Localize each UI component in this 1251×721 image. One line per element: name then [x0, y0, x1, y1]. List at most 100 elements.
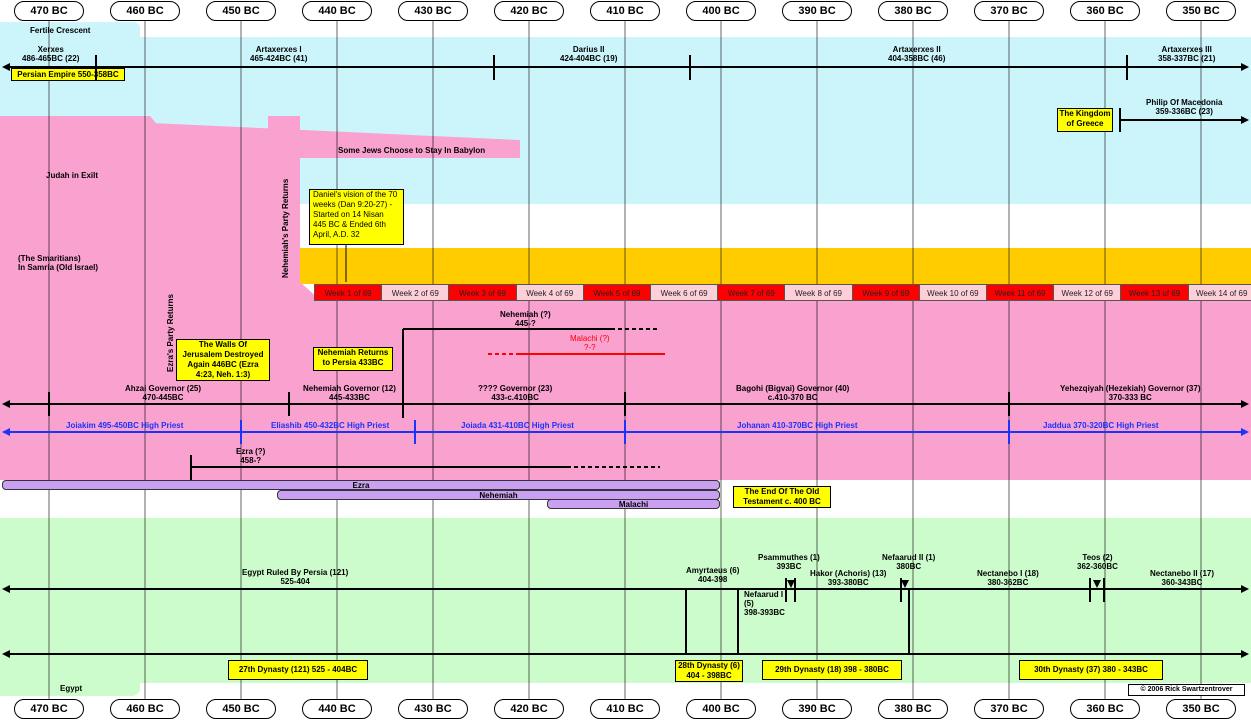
king-artaxerxes-ii: Artaxerxes II 404-358BC (46)	[888, 45, 945, 63]
ezra-line-label: Ezra (?) 458-?	[236, 447, 265, 465]
egypt-nectanebo-ii-name: Nectanebo II (17)	[1150, 569, 1215, 578]
governor-nehemiah-dates: 445-433BC	[329, 393, 370, 402]
egypt-amyrtaeus-dates: 404-398	[698, 575, 728, 584]
week-cell: Week 10 of 69	[918, 284, 987, 301]
egypt-persia: Egypt Ruled By Persia (121) 525-404	[242, 568, 348, 586]
priest-jaddua: Jaddua 370-320BC High Priest	[1043, 421, 1159, 430]
egypt-nefaarud-i: Nefaarud I (5) 398-393BC	[744, 590, 785, 617]
year-label: 380 BC	[878, 1, 948, 21]
arrowhead	[1093, 580, 1101, 588]
priest-joiakim: Joiakim 495-450BC High Priest	[66, 421, 184, 430]
egypt-hakor-dates: 393-380BC	[827, 578, 869, 587]
copyright: © 2006 Rick Swartzentrover	[1128, 684, 1245, 696]
week-cell: Week 3 of 69	[448, 284, 517, 301]
year-label: 360 BC	[1070, 1, 1140, 21]
egypt-amyrtaeus-name: Amyrtaeus (6)	[686, 566, 740, 575]
nehemiah-late: Nehemiah (?) 445-?	[500, 310, 551, 328]
governor-yehezqiyah-name: Yehezqiyah (Hezekiah) Governor (37)	[1060, 384, 1201, 393]
year-label: 400 BC	[686, 1, 756, 21]
year-label: 440 BC	[302, 1, 372, 21]
daniel-vision-note: Daniel's vision of the 70 weeks (Dan 9:2…	[309, 189, 404, 245]
arrowhead	[2, 428, 10, 436]
governor-unknown-name: ???? Governor (23)	[478, 384, 553, 393]
dynasty-28: 28th Dynasty (6) 404 - 398BC	[675, 660, 743, 682]
year-label: 360 BC	[1070, 699, 1140, 719]
year-label: 460 BC	[110, 1, 180, 21]
egypt-nectanebo-i: Nectanebo I (18) 380-362BC	[977, 569, 1039, 587]
king-artaxerxes-ii-name: Artaxerxes II	[892, 45, 941, 54]
year-label: 470 BC	[14, 1, 84, 21]
egypt-psammuthes: Psammuthes (1) 393BC	[758, 553, 820, 571]
king-darius-ii: Darius II 424-404BC (19)	[560, 45, 617, 63]
egypt-nectanebo-ii: Nectanebo II (17) 360-343BC	[1150, 569, 1214, 587]
arrowhead	[2, 650, 10, 658]
week-cell: Week 2 of 69	[381, 284, 450, 301]
judah-exile-label: Judah in Exilt	[46, 171, 99, 180]
arrowhead	[1241, 428, 1249, 436]
fertile-crescent-tab	[0, 22, 140, 40]
king-xerxes-name: Xerxes	[37, 45, 64, 54]
philip-name: Philip Of Macedonia	[1146, 98, 1223, 107]
year-label: 380 BC	[878, 699, 948, 719]
governor-unknown: ???? Governor (23) 433-c.410BC	[478, 384, 552, 402]
year-label: 370 BC	[974, 1, 1044, 21]
egypt-label: Egypt	[60, 684, 83, 693]
week-cell: Week 11 of 69	[986, 284, 1055, 301]
governor-ahzai: Ahzai Governor (25) 470-445BC	[125, 384, 201, 402]
samaritans-label: (The Smaritians) In Samria (Old Israel)	[18, 254, 99, 272]
year-label: 350 BC	[1166, 699, 1236, 719]
egypt-amyrtaeus: Amyrtaeus (6) 404-398	[686, 566, 739, 584]
year-label: 450 BC	[206, 1, 276, 21]
king-artaxerxes-iii-name: Artaxerxes III	[1161, 45, 1212, 54]
governor-yehezqiyah: Yehezqiyah (Hezekiah) Governor (37) 370-…	[1060, 384, 1201, 402]
king-artaxerxes-iii-dates: 358-337BC (21)	[1158, 54, 1216, 63]
governor-nehemiah-name: Nehemiah Governor (12)	[303, 384, 396, 393]
year-label: 470 BC	[14, 699, 84, 719]
year-label: 460 BC	[110, 699, 180, 719]
king-xerxes: Xerxes 486-465BC (22)	[22, 45, 79, 63]
week-cell: Week 14 of 69	[1187, 284, 1251, 301]
malachi-bar: Malachi	[547, 499, 720, 509]
egypt-psammuthes-name: Psammuthes (1)	[758, 553, 820, 562]
arrowhead	[901, 580, 909, 588]
philip-dates: 359-336BC (23)	[1155, 107, 1213, 116]
malachi-line-name: Malachi (?)	[570, 334, 610, 343]
king-artaxerxes-i-name: Artaxerxes I	[255, 45, 302, 54]
egypt-nefaarud-ii-dates: 380BC	[896, 562, 922, 571]
egypt-persia-name: Egypt Ruled By Persia (121)	[242, 568, 349, 577]
governor-bagohi-dates: c.410-370 BC	[767, 393, 818, 402]
year-label: 440 BC	[302, 699, 372, 719]
year-label: 430 BC	[398, 699, 468, 719]
priest-johanan: Johanan 410-370BC High Priest	[737, 421, 858, 430]
nehemiah-stream	[268, 116, 300, 372]
governor-ahzai-name: Ahzai Governor (25)	[125, 384, 202, 393]
governor-bagohi-name: Bagohi (Bigvai) Governor (40)	[736, 384, 850, 393]
arrowhead	[1241, 63, 1249, 71]
week-cell: Week 8 of 69	[784, 284, 853, 301]
year-label: 450 BC	[206, 699, 276, 719]
egypt-nectanebo-i-dates: 380-362BC	[987, 578, 1029, 587]
governor-ahzai-dates: 470-445BC	[142, 393, 184, 402]
year-label: 420 BC	[494, 699, 564, 719]
governor-bagohi: Bagohi (Bigvai) Governor (40) c.410-370 …	[736, 384, 849, 402]
arrowhead	[1241, 400, 1249, 408]
philip-macedonia: Philip Of Macedonia 359-336BC (23)	[1146, 98, 1222, 116]
ezra-line-name: Ezra (?)	[236, 447, 266, 456]
king-artaxerxes-i-dates: 465-424BC (41)	[250, 54, 308, 63]
arrowhead	[1241, 585, 1249, 593]
year-label: 420 BC	[494, 1, 564, 21]
dynasty-27: 27th Dynasty (121) 525 - 404BC	[228, 660, 368, 680]
ezra-stream	[150, 176, 180, 372]
ot-end-note: The End Of The Old Testament c. 400 BC	[733, 486, 831, 508]
year-label: 390 BC	[782, 699, 852, 719]
king-darius-ii-name: Darius II	[572, 45, 605, 54]
egypt-nectanebo-ii-dates: 360-343BC	[1161, 578, 1203, 587]
nehemiah-late-name: Nehemiah (?)	[500, 310, 551, 319]
egypt-persia-dates: 525-404	[280, 577, 310, 586]
arrowhead	[1241, 650, 1249, 658]
egypt-nefaarud-ii: Nefaarud II (1) 380BC	[882, 553, 935, 571]
